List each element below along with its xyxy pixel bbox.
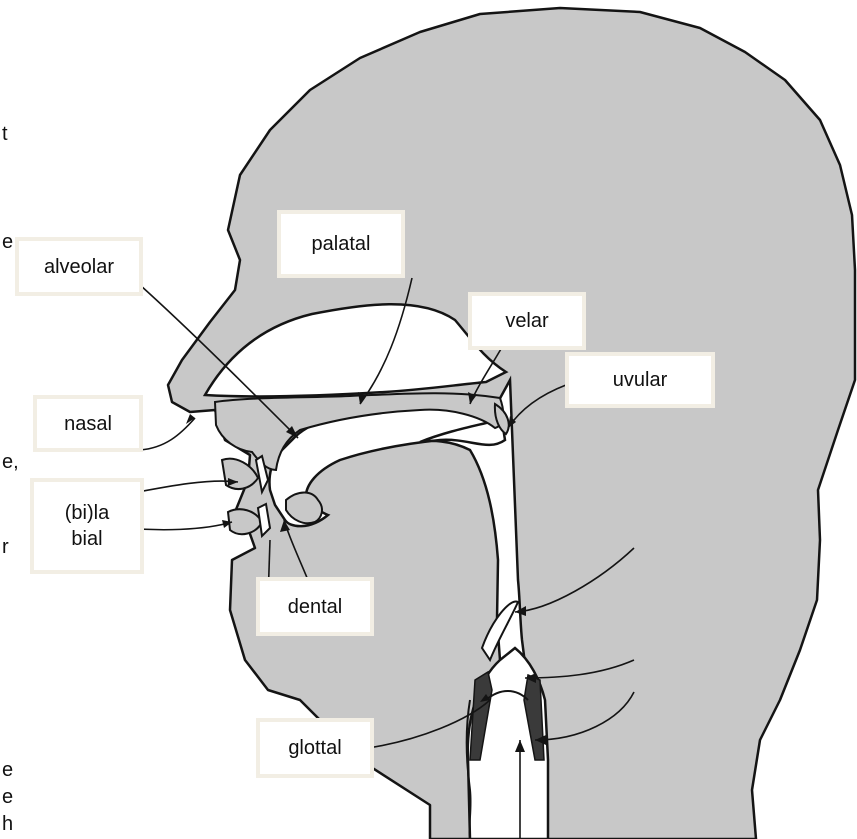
label-glottal-text: glottal [288, 735, 341, 761]
label-palatal: palatal [277, 210, 405, 278]
label-dental: dental [256, 577, 374, 636]
label-nasal: nasal [33, 395, 143, 452]
label-alveolar: alveolar [15, 237, 143, 296]
label-glottal: glottal [256, 718, 374, 778]
label-palatal-text: palatal [312, 231, 371, 257]
cropped-text-fragment: e [2, 230, 13, 254]
cropped-text-fragment: e [2, 785, 13, 809]
label-velar: velar [468, 292, 586, 350]
label-alveolar-text: alveolar [44, 254, 114, 280]
label-uvular: uvular [565, 352, 715, 408]
cropped-text-fragment: r [2, 535, 9, 559]
label-uvular-text: uvular [613, 367, 667, 393]
label-bilabial-text-line1: (bi)la [65, 500, 109, 526]
label-velar-text: velar [505, 308, 548, 334]
label-dental-text: dental [288, 594, 343, 620]
cropped-text-fragment: t [2, 122, 8, 146]
label-nasal-text: nasal [64, 411, 112, 437]
cropped-text-fragment: e, [2, 450, 19, 474]
cropped-text-fragment: e [2, 758, 13, 782]
cropped-text-fragment: h [2, 812, 13, 836]
label-bilabial: (bi)la bial [30, 478, 144, 574]
label-bilabial-text-line2: bial [71, 526, 102, 552]
